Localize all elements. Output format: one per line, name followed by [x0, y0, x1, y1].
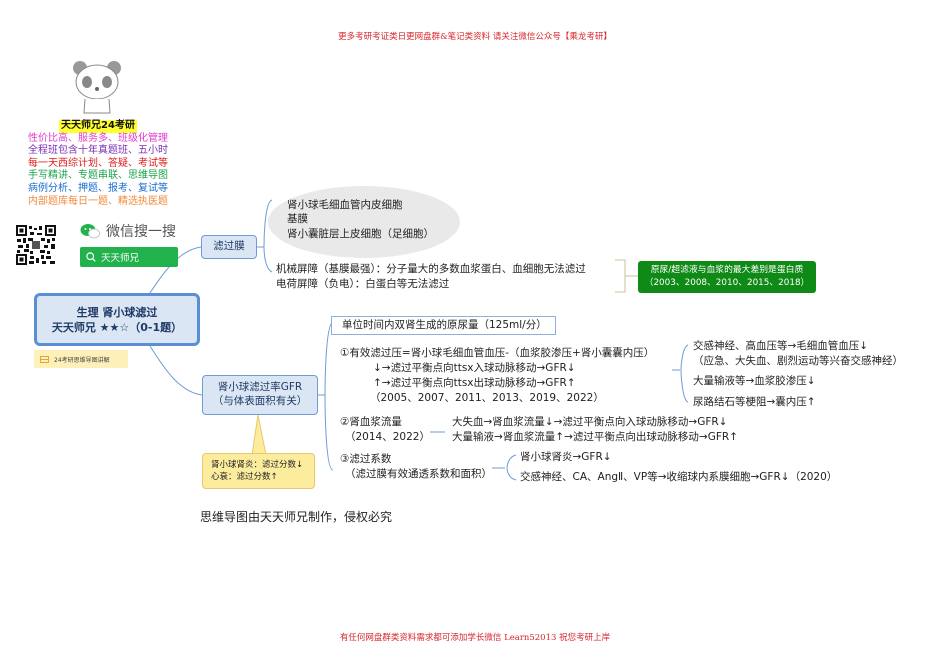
wechat-search-value: 天天师兄: [101, 253, 140, 264]
root-subtitle: 天天师兄 ★★☆（0-1题）: [51, 321, 183, 334]
top-banner: 更多考研考证类日更网盘群&笔记类资料 请关注微信公众号【乘龙考研】: [338, 32, 612, 42]
membrane-layer: 基膜: [287, 213, 308, 225]
wechat-search-box[interactable]: 天天师兄: [80, 247, 178, 267]
charge-barrier: 电荷屏障（负电）：白蛋白等无法滤过: [276, 278, 450, 290]
coefficient-detail: 肾小球肾炎→GFR↓: [520, 451, 612, 463]
pressure-detail: 交感神经、高血压等→毛细血管血压↓: [693, 340, 869, 352]
plasma-flow-detail: 大失血→肾血浆流量↓→滤过平衡点向入球动脉移动→GFR↓: [452, 416, 728, 428]
filtration-coefficient-desc: （滤过膜有效通透系数和面积）: [345, 468, 492, 480]
filtration-fraction-callout[interactable]: 肾小球肾炎：滤过分数↓ 心衰：滤过分数↑: [202, 453, 315, 489]
coefficient-detail: 交感神经、CA、AngⅡ、VP等→收缩球内系膜细胞→GFR↓（2020）: [520, 471, 838, 483]
promo-title: 天天师兄24考研: [59, 120, 137, 133]
membrane-layer: 肾小囊脏层上皮细胞（足细胞）: [287, 228, 434, 240]
wechat-search-header: 微信搜一搜: [80, 221, 176, 241]
effective-pressure-formula: ①有效滤过压=肾小球毛细血管血压-（血浆胶渗压+肾小囊囊内压）: [340, 347, 655, 359]
note-icon: [40, 355, 49, 363]
renal-plasma-flow: ②肾血浆流量: [340, 416, 402, 428]
wechat-search-label: 微信搜一搜: [106, 224, 176, 240]
gfr-definition[interactable]: 单位时间内双肾生成的原尿量（125ml/分）: [331, 316, 556, 335]
pressure-detail: 大量输液等→血浆胶渗压↓: [693, 375, 816, 387]
promo-line: 内部题库每日一题、精选执医题: [28, 195, 168, 207]
promo-line: 性价比高、服务多、班级化管理: [28, 132, 168, 144]
root-note-label: 24考研思维导图讲解: [54, 356, 110, 364]
copyright-notice: 思维导图由天天师兄制作，侵权必究: [200, 510, 393, 524]
promo-panel: 天天师兄24考研 性价比高、服务多、班级化管理 全程班包含十年真题班、五小时 每…: [18, 120, 178, 208]
promo-line: 病例分析、押题、报考、复试等: [28, 182, 168, 194]
plasma-flow-detail: 大量输液→肾血浆流量↑→滤过平衡点向出球动脉移动→GFR↑: [452, 431, 738, 443]
pressure-detail: 尿路结石等梗阻→囊内压↑: [693, 396, 816, 408]
filtration-coefficient: ③滤过系数: [340, 453, 392, 465]
wechat-icon: [80, 224, 100, 239]
promo-line: 手写精讲、专题串联、思维导图: [28, 170, 168, 182]
gfr-label: 肾小球滤过率GFR: [217, 381, 303, 393]
membrane-layers-bubble: [268, 186, 460, 258]
promo-line: 每一天西综计划、答疑、考试等: [28, 157, 168, 169]
effective-pressure-increase: ↑→滤过平衡点向ttsx出球动脉移动→GFR↑: [373, 377, 576, 389]
qr-code-icon[interactable]: [16, 225, 56, 265]
effective-pressure-decrease: ↓→滤过平衡点向ttsx入球动脉移动→GFR↓: [373, 362, 576, 374]
node-filter-membrane[interactable]: 滤过膜: [201, 235, 257, 259]
mechanical-barrier: 机械屏障（基膜最强）：分子量大的多数血浆蛋白、血细胞无法滤过: [276, 263, 586, 275]
callout-line: 原尿/超滤液与血浆的最大差别是蛋白质: [650, 265, 804, 275]
protein-difference-callout[interactable]: 原尿/超滤液与血浆的最大差别是蛋白质 （2003、2008、2010、2015、…: [638, 261, 816, 293]
root-title: 生理 肾小球滤过: [76, 306, 158, 319]
promo-line: 全程班包含十年真题班、五小时: [28, 145, 168, 157]
gfr-sublabel: （与体表面积有关）: [212, 395, 308, 407]
bottom-banner: 有任何网盘群类资料需求都可添加学长微信 Learn52013 祝您考研上岸: [339, 633, 611, 643]
node-gfr[interactable]: 肾小球滤过率GFR （与体表面积有关）: [202, 375, 318, 415]
search-icon: [86, 252, 96, 262]
effective-pressure-years: （2005、2007、2011、2013、2019、2022）: [370, 392, 604, 404]
renal-plasma-flow-years: （2014、2022）: [345, 431, 430, 443]
callout-line: 肾小球肾炎：滤过分数↓: [211, 460, 304, 470]
root-node[interactable]: 生理 肾小球滤过 天天师兄 ★★☆（0-1题）: [34, 293, 200, 346]
callout-years: （2003、2008、2010、2015、2018）: [644, 278, 810, 288]
pressure-detail: （应急、大失血、剧烈运动等兴奋交感神经）: [693, 355, 903, 367]
callout-line: 心衰：滤过分数↑: [211, 472, 278, 482]
panda-icon: [73, 61, 121, 114]
membrane-layer: 肾小球毛细血管内皮细胞: [287, 199, 403, 211]
root-note[interactable]: 24考研思维导图讲解: [34, 350, 128, 368]
